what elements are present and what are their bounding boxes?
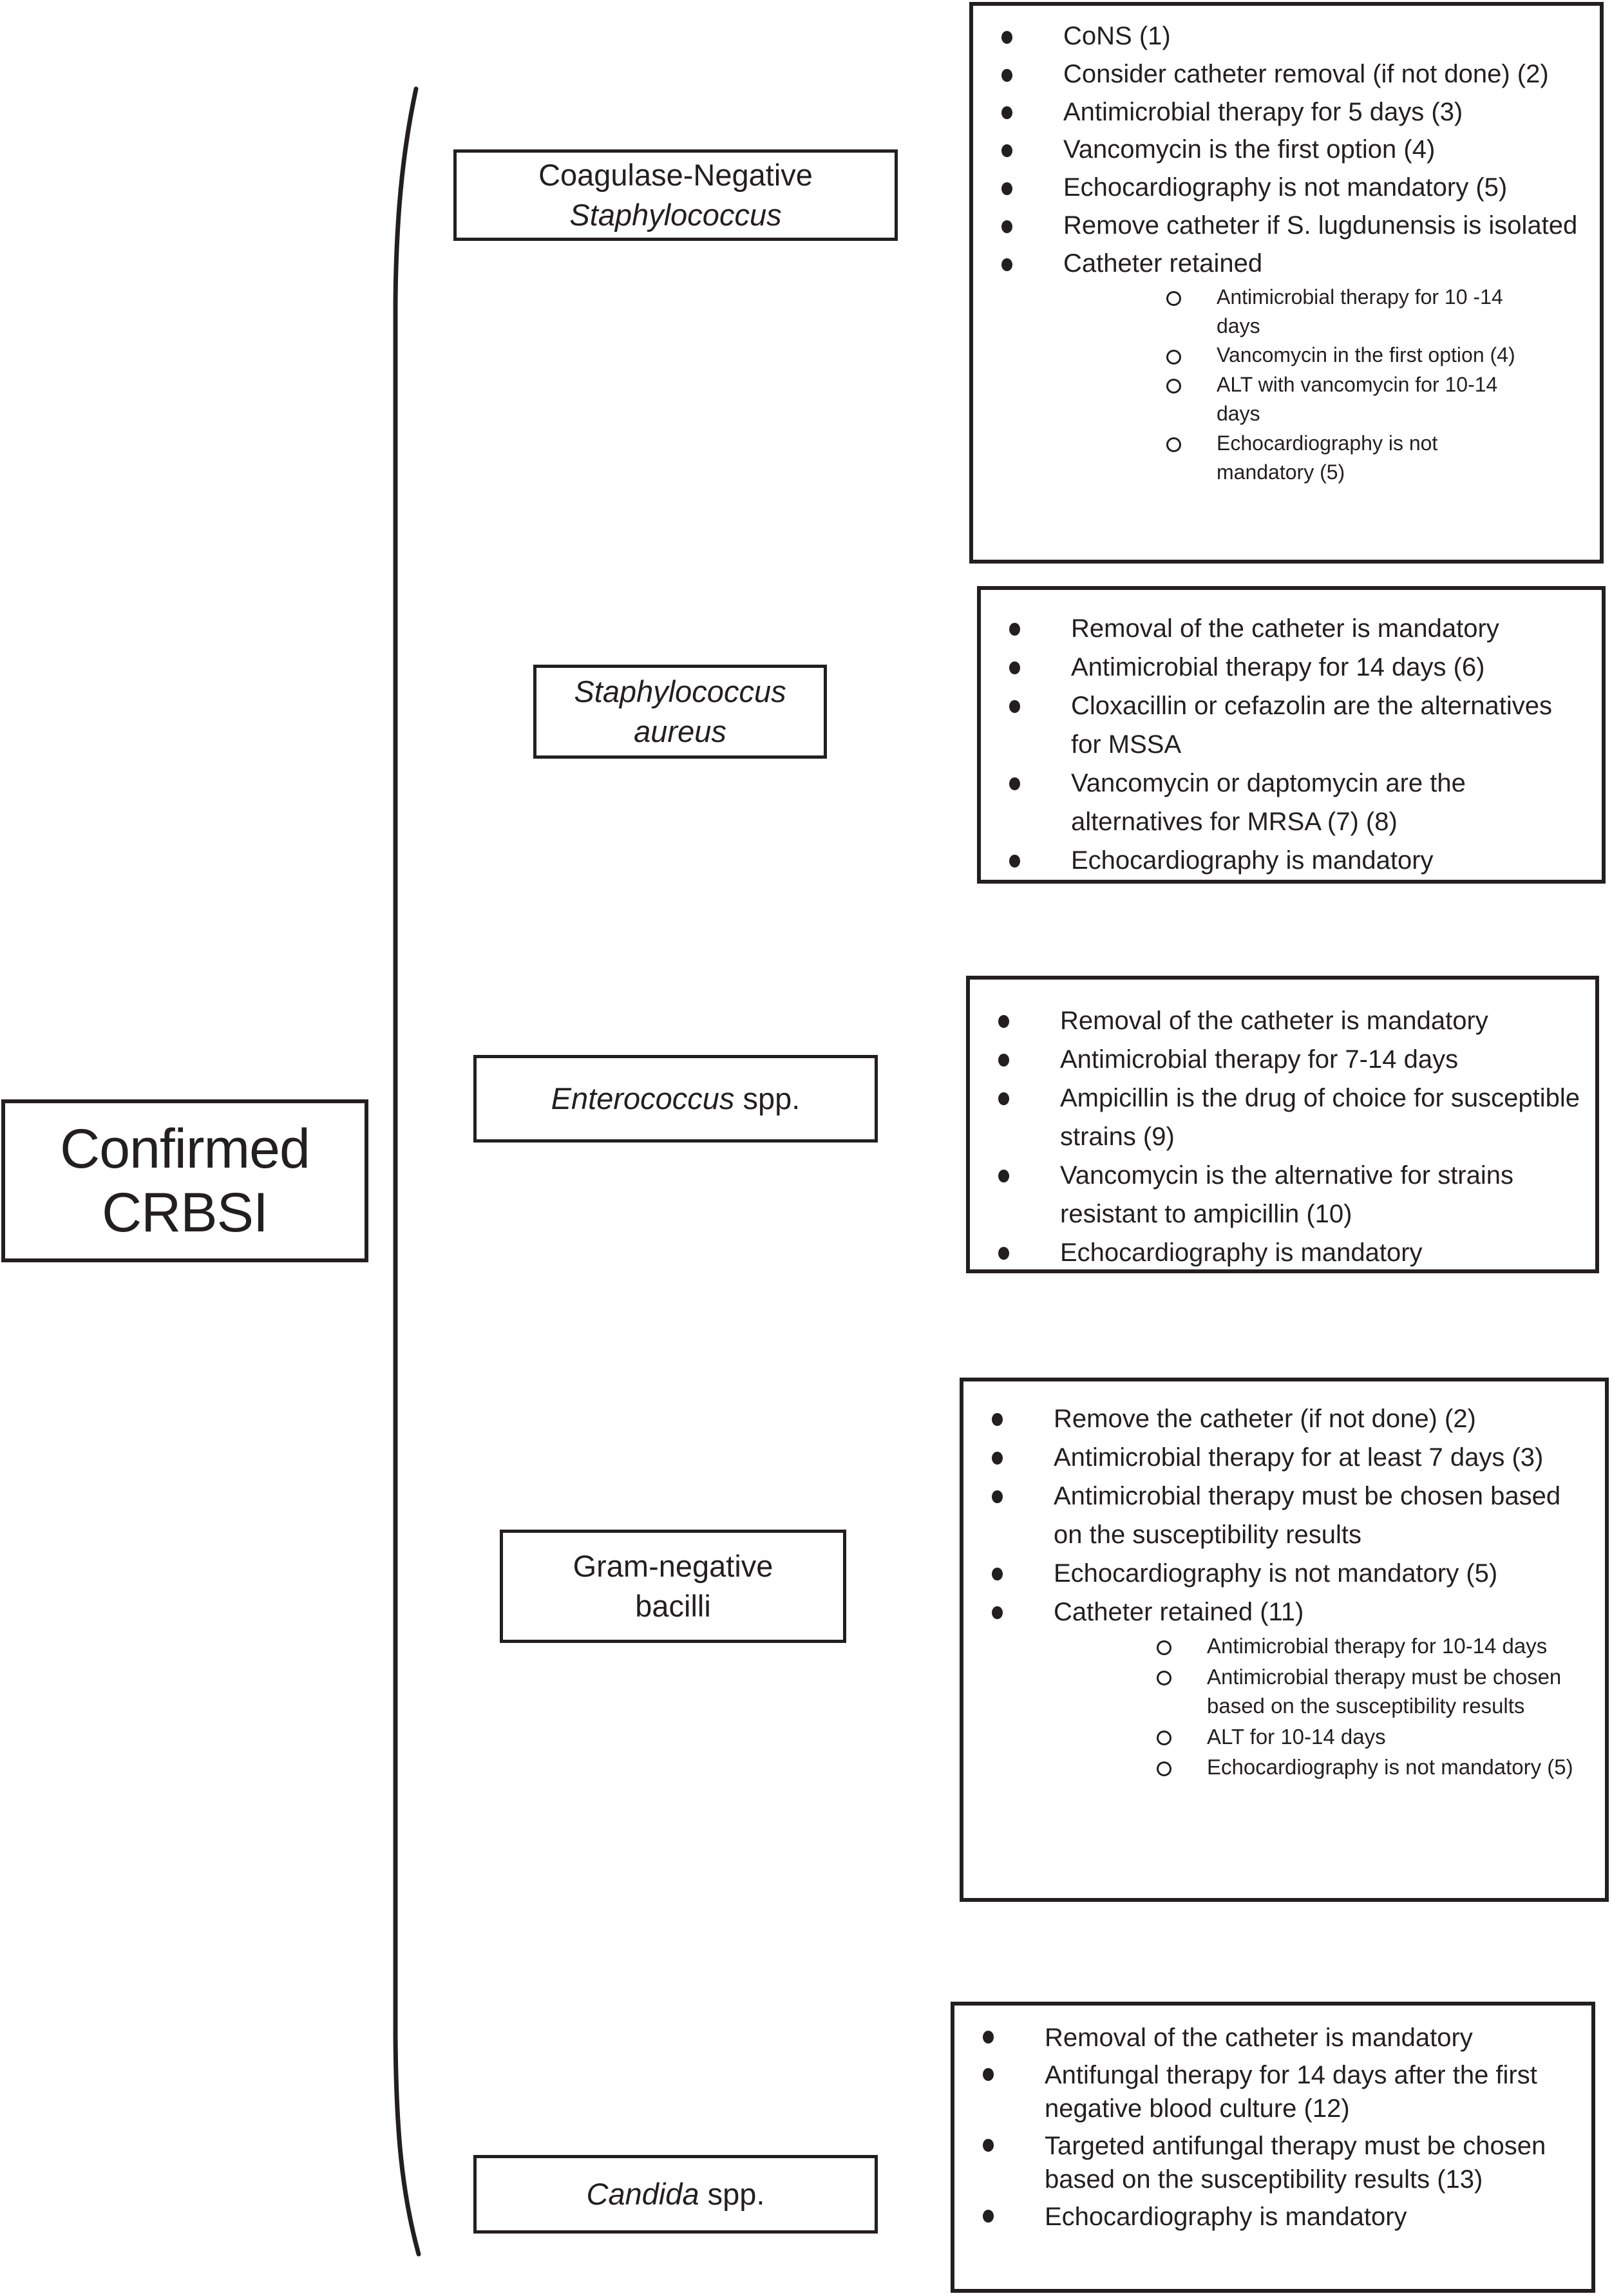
aureus-bullet-list: Removal of the catheter is mandatory Ant… <box>981 609 1602 880</box>
bullet-item: Vancomycin or daptomycin are the alterna… <box>981 764 1602 841</box>
organism-cons-line1: Coagulase-Negative <box>538 157 813 192</box>
organism-cons-line2: Staphylococcus <box>569 198 782 232</box>
sub-bullet-item: Vancomycin in the first option (4) <box>973 341 1600 370</box>
sub-bullet-item: Antimicrobial therapy must be chosen bas… <box>963 1662 1605 1722</box>
bullet-item: Cloxacillin or cefazolin are the alterna… <box>981 687 1602 764</box>
bullet-item: Echocardiography is mandatory <box>981 841 1602 880</box>
bullet-item: Echocardiography is not mandatory (5) <box>963 1554 1605 1593</box>
confirmed-crbsi-box: Confirmed CRBSI <box>1 1099 368 1262</box>
organism-aureus-line2: aureus <box>634 714 726 748</box>
cons-bullet-list: CoNS (1) Consider catheter removal (if n… <box>973 17 1600 488</box>
organism-box-enterococcus: Enterococcus spp. <box>473 1055 878 1143</box>
organism-entero-line: Enterococcus spp. <box>551 1081 801 1115</box>
bullet-item: Removal of the catheter is mandatory <box>970 1001 1595 1040</box>
bullet-item: Removal of the catheter is mandatory <box>981 609 1602 648</box>
candida-bullet-list: Removal of the catheter is mandatory Ant… <box>954 2021 1591 2237</box>
bullet-item: Antimicrobial therapy for at least 7 day… <box>963 1438 1605 1477</box>
entero-bullet-list: Removal of the catheter is mandatory Ant… <box>970 1001 1595 1272</box>
bullet-item: Antifungal therapy for 14 days after the… <box>954 2058 1591 2129</box>
bullet-item: Antimicrobial therapy for 5 days (3) <box>973 93 1600 131</box>
organism-box-candida: Candida spp. <box>473 2155 878 2234</box>
sub-bullet-item: Antimicrobial therapy for 10 -14 days <box>973 283 1600 341</box>
bullet-item: Vancomycin is the alternative for strain… <box>970 1156 1595 1233</box>
sub-bullet-item: Echocardiography is not mandatory (5) <box>963 1752 1605 1783</box>
bullet-item: Echocardiography is mandatory <box>970 1233 1595 1272</box>
bullet-item: Consider catheter removal (if not done) … <box>973 55 1600 93</box>
organism-gnb-line1: Gram-negative <box>573 1548 773 1583</box>
bullet-item: Vancomycin is the first option (4) <box>973 131 1600 169</box>
organism-candida-line: Candida spp. <box>586 2176 765 2211</box>
bullet-item: Antimicrobial therapy for 7-14 days <box>970 1040 1595 1079</box>
sub-bullet-item: ALT for 10-14 days <box>963 1722 1605 1753</box>
detail-box-cons: CoNS (1) Consider catheter removal (if n… <box>969 2 1604 564</box>
organism-box-staph-aureus: Staphylococcus aureus <box>533 665 827 759</box>
sub-bullet-item: Antimicrobial therapy for 10-14 days <box>963 1631 1605 1662</box>
bullet-item: Removal of the catheter is mandatory <box>954 2021 1591 2058</box>
sub-bullet-item: Echocardiography is not mandatory (5) <box>973 429 1600 488</box>
detail-box-staph-aureus: Removal of the catheter is mandatory Ant… <box>977 586 1606 884</box>
bullet-item: Antimicrobial therapy for 14 days (6) <box>981 648 1602 687</box>
bullet-item: Echocardiography is mandatory <box>954 2200 1591 2237</box>
detail-box-candida: Removal of the catheter is mandatory Ant… <box>951 2002 1595 2293</box>
bullet-item: Antimicrobial therapy must be chosen bas… <box>963 1477 1605 1554</box>
bullet-item: Catheter retained (11) <box>963 1593 1605 1631</box>
bullet-item: Ampicillin is the drug of choice for sus… <box>970 1079 1595 1156</box>
organism-gnb-line2: bacilli <box>635 1589 711 1623</box>
organism-aureus-line1: Staphylococcus <box>574 674 786 708</box>
organism-box-gram-negative: Gram-negative bacilli <box>500 1530 846 1643</box>
detail-box-gram-negative: Remove the catheter (if not done) (2) An… <box>960 1378 1609 1902</box>
bullet-item: Catheter retained <box>973 245 1600 283</box>
confirmed-crbsi-line1: Confirmed <box>60 1118 310 1181</box>
gnb-bullet-list: Remove the catheter (if not done) (2) An… <box>963 1399 1605 1783</box>
bullet-item: Remove catheter if S. lugdunensis is iso… <box>973 207 1600 245</box>
confirmed-crbsi-line2: CRBSI <box>102 1181 269 1244</box>
organism-box-cons: Coagulase-Negative Staphylococcus <box>453 149 898 241</box>
detail-box-enterococcus: Removal of the catheter is mandatory Ant… <box>966 976 1599 1273</box>
bullet-item: Echocardiography is not mandatory (5) <box>973 169 1600 207</box>
bullet-item: Remove the catheter (if not done) (2) <box>963 1399 1605 1438</box>
bullet-item: CoNS (1) <box>973 17 1600 55</box>
bullet-item: Targeted antifungal therapy must be chos… <box>954 2129 1591 2200</box>
sub-bullet-item: ALT with vancomycin for 10-14 days <box>973 370 1600 429</box>
